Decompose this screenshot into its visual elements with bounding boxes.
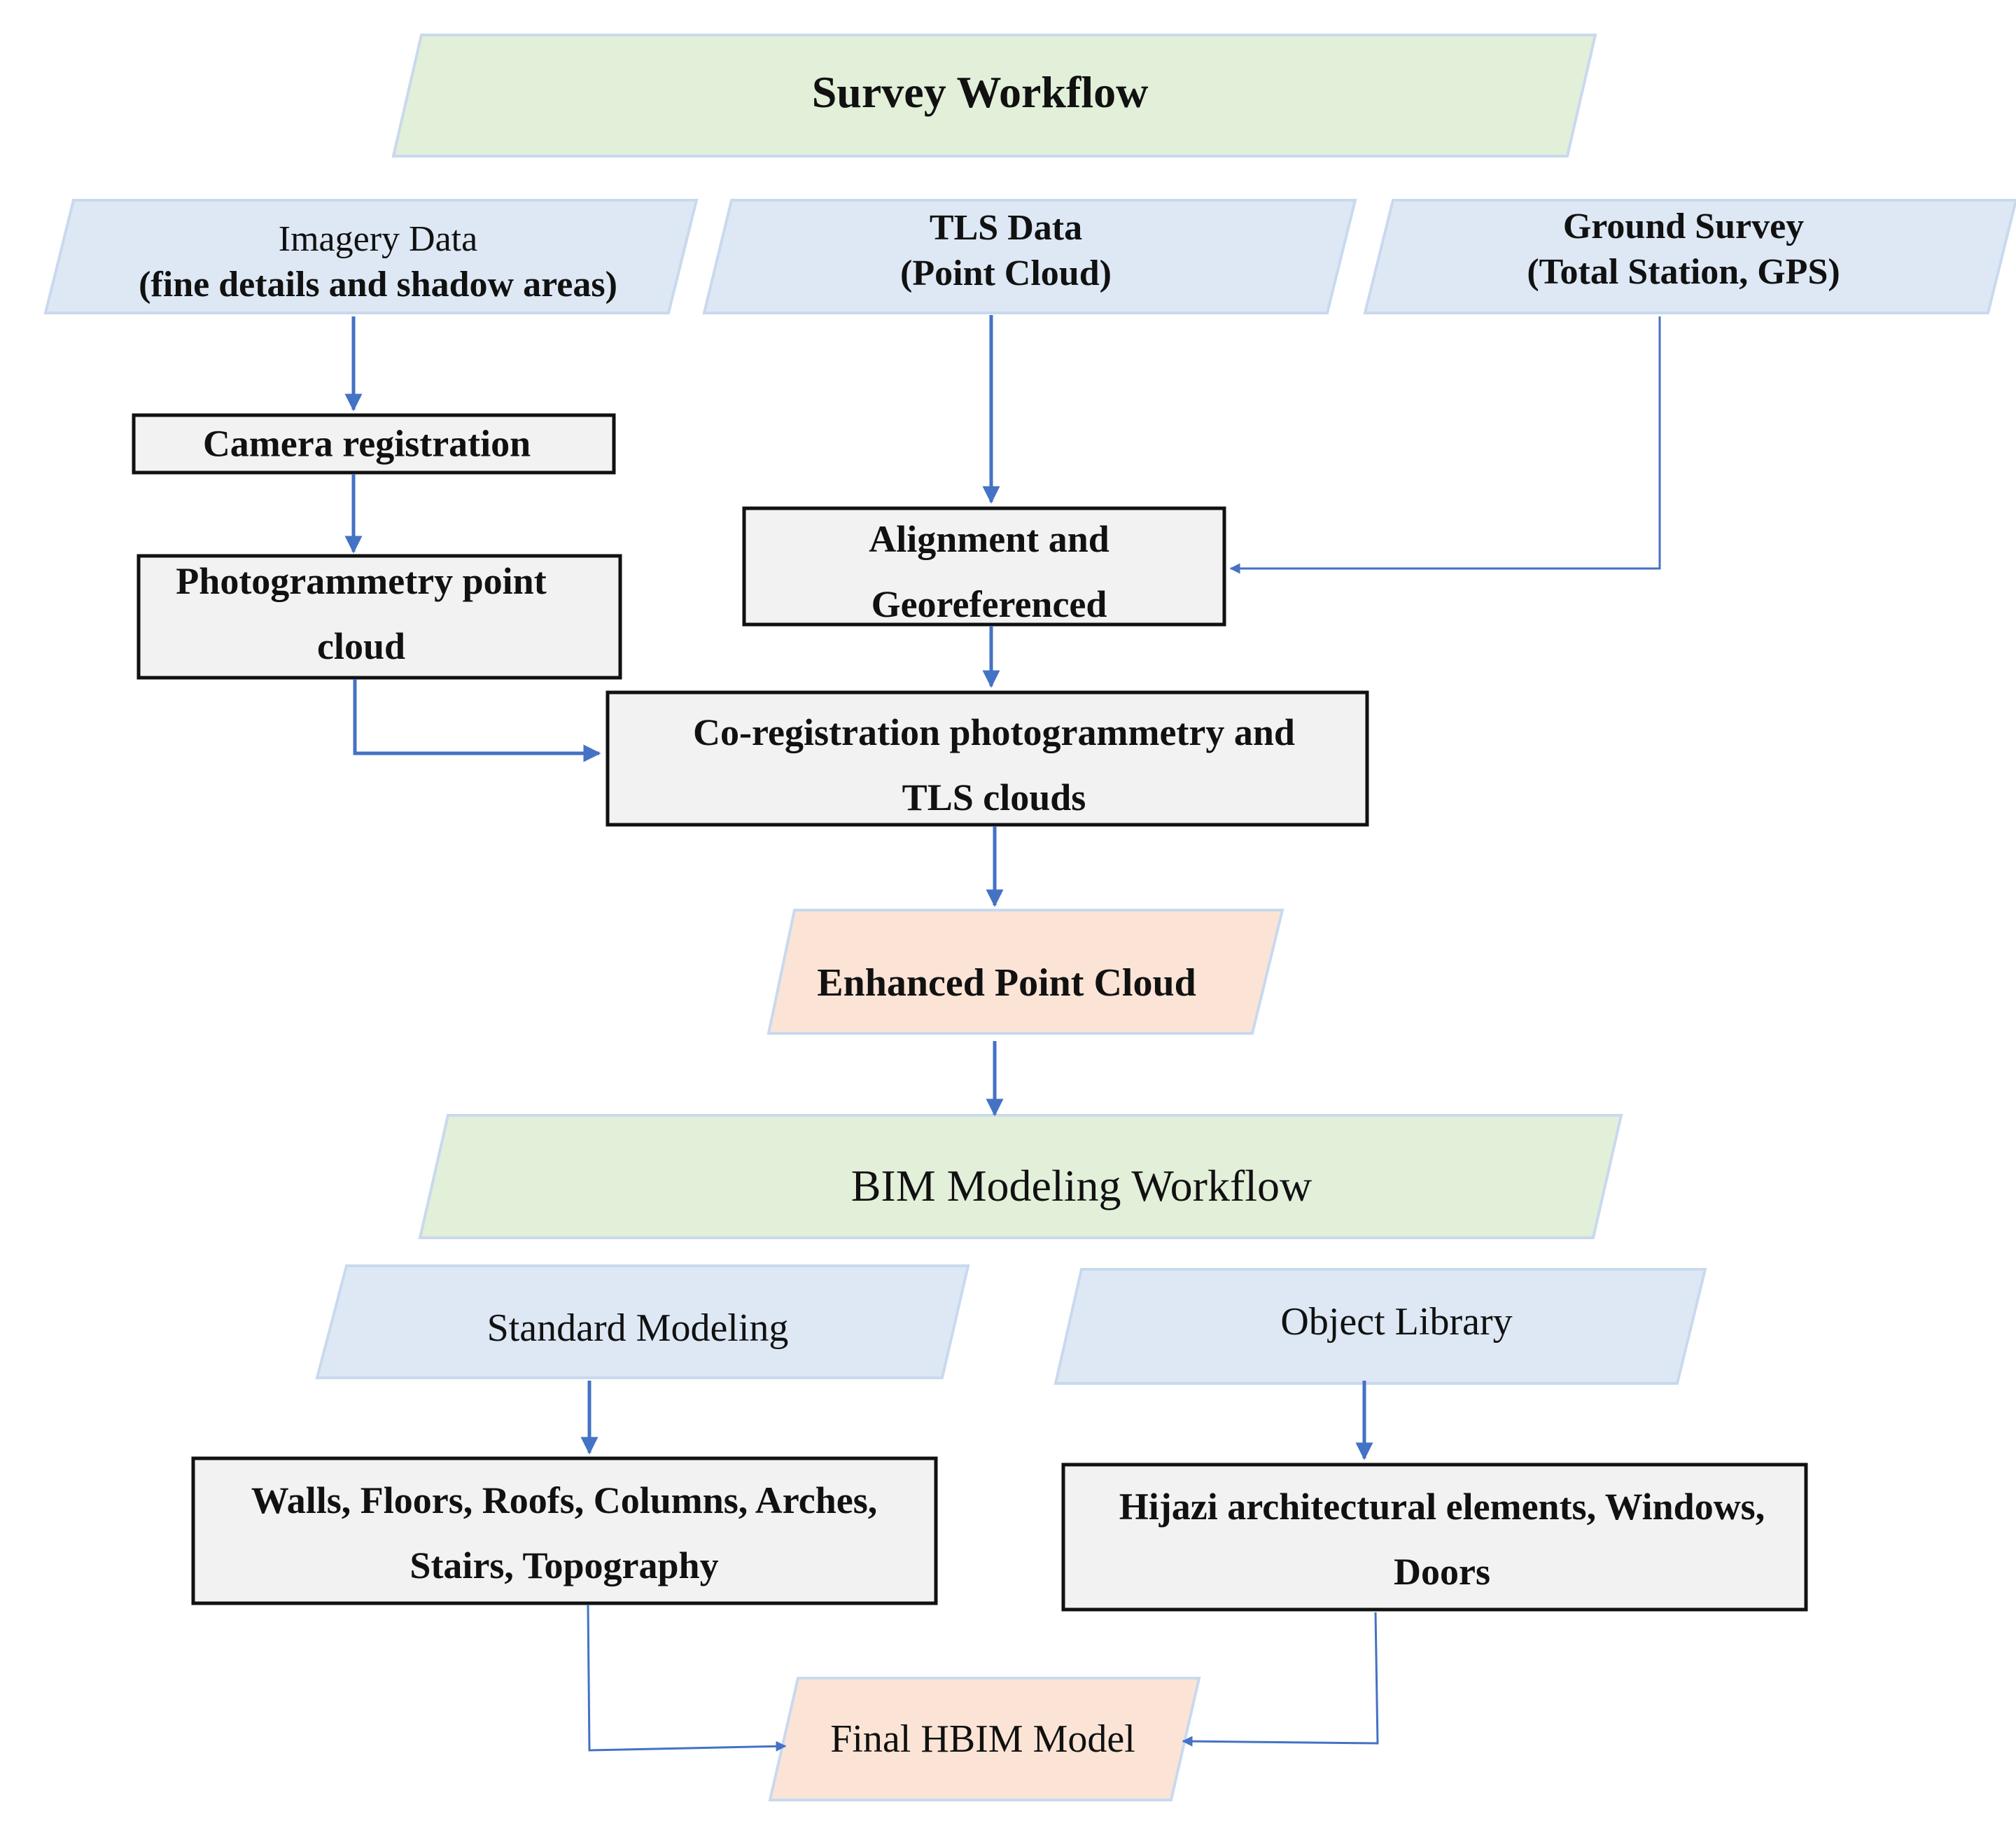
walls-line2: Stairs, Topography xyxy=(410,1544,719,1586)
bim-workflow-title: BIM Modeling Workflow xyxy=(851,1158,1312,1214)
ground-survey-title: Ground Survey xyxy=(1562,207,1805,246)
coregistration-line2: TLS clouds xyxy=(902,776,1086,818)
coregistration-box xyxy=(606,690,1369,827)
camera-registration-box xyxy=(132,413,616,475)
arrow-walls-to-final xyxy=(587,1604,787,1752)
walls-box xyxy=(191,1456,938,1605)
walls-label: Walls, Floors, Roofs, Columns, Arches, S… xyxy=(251,1468,878,1598)
object-library-label: Object Library xyxy=(1280,1297,1512,1346)
camera-registration-text: Camera registration xyxy=(202,422,531,465)
photogrammetry-cloud-line2: cloud xyxy=(316,625,406,667)
bim-workflow-title-text: BIM Modeling Workflow xyxy=(850,1161,1312,1210)
alignment-box xyxy=(742,506,1226,627)
object-library-text: Object Library xyxy=(1280,1300,1513,1344)
imagery-data-subtitle: (fine details and shadow areas) xyxy=(139,265,617,305)
ground-survey-subtitle: (Total Station, GPS) xyxy=(1527,252,1840,292)
survey-header-shape xyxy=(391,34,1597,158)
ground-survey-shape xyxy=(1363,199,2016,314)
ground-survey-label: Ground Survey (Total Station, GPS) xyxy=(1527,204,1840,295)
survey-workflow-title-text: Survey Workflow xyxy=(811,67,1149,117)
survey-workflow-title: Survey Workflow xyxy=(812,64,1149,120)
final-model-label: Final HBIM Model xyxy=(830,1715,1135,1764)
tls-data-subtitle: (Point Cloud) xyxy=(900,253,1112,293)
hijazi-line2: Doors xyxy=(1394,1551,1490,1593)
tls-data-label: TLS Data (Point Cloud) xyxy=(900,205,1112,296)
coregistration-line1: Co-registration photogrammetry and xyxy=(693,711,1295,754)
tls-data-title: TLS Data xyxy=(929,208,1083,248)
hijazi-box xyxy=(1061,1463,1808,1612)
tls-data-shape xyxy=(702,199,1357,314)
photogrammetry-cloud-label: Photogrammetry point cloud xyxy=(176,549,546,679)
standard-modeling-label: Standard Modeling xyxy=(487,1304,789,1353)
standard-modeling-text: Standard Modeling xyxy=(486,1306,789,1350)
arrow-photogrammetry-to-coregistration xyxy=(353,679,601,762)
final-model-shape xyxy=(768,1677,1201,1801)
photogrammetry-cloud-box xyxy=(136,554,622,680)
alignment-label: Alignment and Georeferenced xyxy=(869,507,1110,637)
hijazi-line1: Hijazi architectural elements, Windows, xyxy=(1119,1486,1765,1528)
arrow-ground-to-alignment xyxy=(1229,316,1661,574)
camera-registration-label: Camera registration xyxy=(203,420,531,468)
arrow-hijazi-to-final xyxy=(1182,1612,1379,1747)
imagery-data-shape xyxy=(43,199,699,314)
imagery-data-title: Imagery Data xyxy=(278,219,478,259)
alignment-line1: Alignment and xyxy=(869,518,1110,561)
walls-line1: Walls, Floors, Roofs, Columns, Arches, xyxy=(251,1479,878,1522)
standard-modeling-shape xyxy=(315,1264,970,1379)
bim-header-shape xyxy=(418,1114,1623,1239)
enhanced-cloud-label: Enhanced Point Cloud xyxy=(817,958,1196,1007)
enhanced-cloud-text: Enhanced Point Cloud xyxy=(817,961,1196,1005)
alignment-line2: Georeferenced xyxy=(871,583,1107,625)
coregistration-label: Co-registration photogrammetry and TLS c… xyxy=(693,700,1295,830)
imagery-data-label: Imagery Data (fine details and shadow ar… xyxy=(139,216,617,307)
enhanced-cloud-shape xyxy=(766,909,1284,1035)
final-model-text: Final HBIM Model xyxy=(830,1717,1135,1761)
hijazi-label: Hijazi architectural elements, Windows, … xyxy=(1119,1474,1765,1605)
photogrammetry-cloud-line1: Photogrammetry point xyxy=(176,560,547,603)
object-library-shape xyxy=(1054,1268,1707,1385)
